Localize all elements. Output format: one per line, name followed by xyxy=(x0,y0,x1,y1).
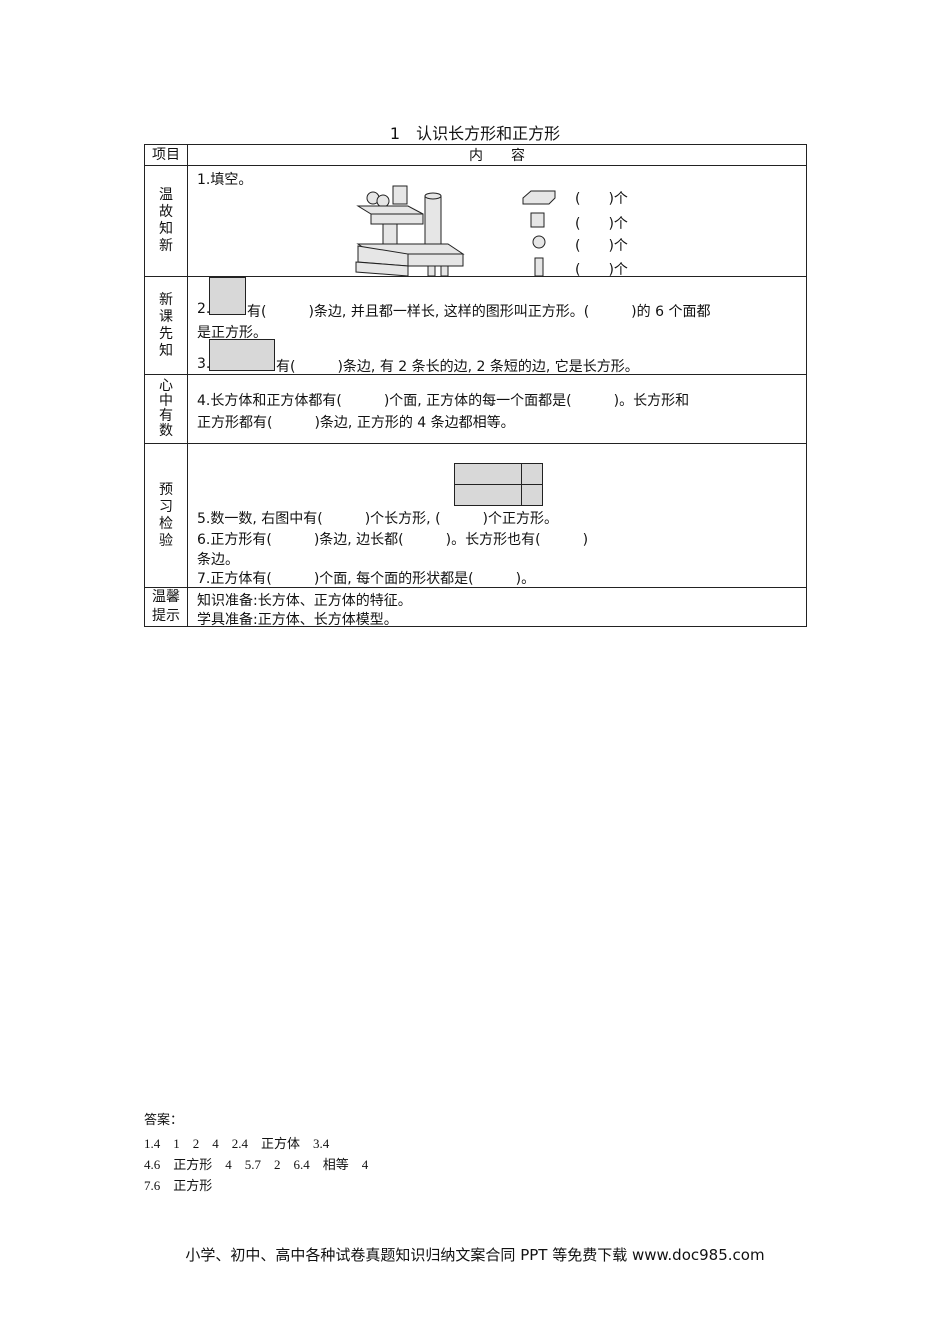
q2-number: 2. xyxy=(197,301,211,317)
header-content: 内 容 xyxy=(187,144,807,166)
q6-text: 6.正方形有( )条边, 边长都( )。长方形也有( ) xyxy=(197,532,589,548)
q3-number: 3. xyxy=(197,356,211,372)
row-label: 预习检验 xyxy=(159,481,173,549)
q6-text-cont: 条边。 xyxy=(197,552,239,568)
q4-text: 4.长方体和正方体都有( )个面, 正方体的每一个面都是( )。长方形和 xyxy=(197,393,690,409)
q5-text: 5.数一数, 右图中有( )个长方形, ( )个正方形。 xyxy=(197,511,559,527)
q4-text-cont: 正方形都有( )条边, 正方形的 4 条边都相等。 xyxy=(197,415,515,431)
count-blank[interactable]: ( )个 xyxy=(575,191,628,207)
sphere-icon xyxy=(532,235,546,249)
worksheet-table: 项目内 容 温故知新 1.填空。 ( )个 ( )个 ( )个 ( )个 新课先… xyxy=(144,144,807,628)
q7-text: 7.正方体有( )个面, 每个面的形状都是( )。 xyxy=(197,571,536,587)
answer-line: 4.6 正方形 4 5.7 2 6.4 相等 4 xyxy=(144,1157,369,1172)
square-figure xyxy=(209,277,246,315)
row-label: 心中有数 xyxy=(159,378,173,439)
cylinder-icon xyxy=(534,257,544,277)
count-blank[interactable]: ( )个 xyxy=(575,216,628,232)
shapes-legend-figure xyxy=(522,190,556,277)
blocks-stack-figure xyxy=(355,185,465,276)
row-label: 新课先知 xyxy=(159,291,173,359)
footer-text: 小学、初中、高中各种试卷真题知识归纳文案合同 PPT 等免费下载 www.doc… xyxy=(185,1246,765,1264)
cube-icon xyxy=(530,212,545,228)
header-item: 项目 xyxy=(144,144,188,166)
count-blank[interactable]: ( )个 xyxy=(575,238,628,254)
q3-text: 有( )条边, 有 2 条长的边, 2 条短的边, 它是长方形。 xyxy=(276,359,639,375)
answer-line: 7.6 正方形 xyxy=(144,1178,213,1193)
count-blank[interactable]: ( )个 xyxy=(575,262,628,278)
row-label: 温馨提示 xyxy=(152,589,180,624)
q2-text: 有( )条边, 并且都一样长, 这样的图形叫正方形。( )的 6 个面都 xyxy=(247,304,711,320)
rectangles-figure xyxy=(454,463,543,506)
q1-text: 1.填空。 xyxy=(197,172,253,188)
page-title: 1 认识长方形和正方形 xyxy=(389,124,561,143)
row-label: 温故知新 xyxy=(159,187,173,254)
q2-text-cont: 是正方形。 xyxy=(197,325,267,341)
answers-heading: 答案： xyxy=(144,1112,184,1127)
tip-tools: 学具准备:正方体、长方体模型。 xyxy=(197,612,398,628)
rectangle-figure xyxy=(209,339,275,371)
cuboid-icon xyxy=(522,190,556,205)
answer-line: 1.4 1 2 4 2.4 正方体 3.4 xyxy=(144,1136,330,1151)
tip-knowledge: 知识准备:长方体、正方体的特征。 xyxy=(197,593,412,609)
